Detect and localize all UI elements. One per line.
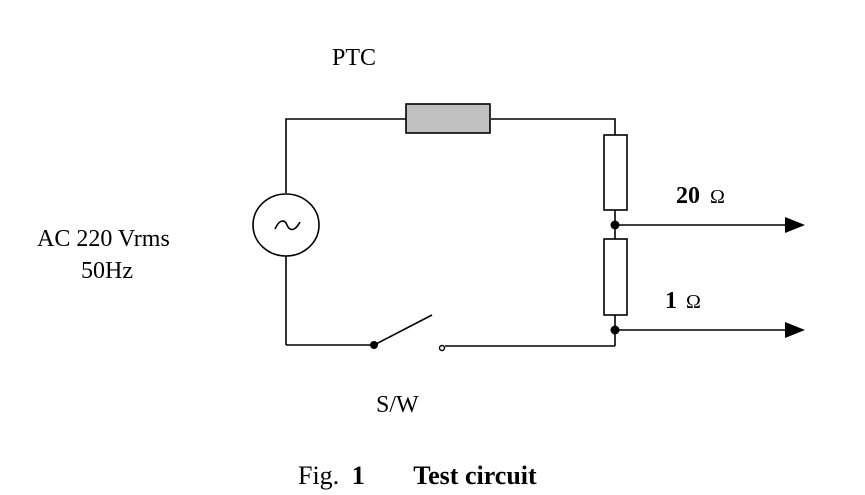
resistor-20-ohm (603, 134, 628, 211)
source-label-frequency: 50Hz (81, 258, 133, 284)
switch (370, 314, 446, 352)
resistor-20-label: 20 Ω (676, 183, 725, 209)
arrow-head-20-ohm (785, 217, 805, 233)
ac-source-circle (252, 193, 320, 257)
switch-blade (373, 314, 433, 346)
ac-source (252, 193, 320, 257)
switch-label: S/W (376, 392, 419, 418)
caption-title: Test circuit (413, 461, 537, 490)
wires (285, 118, 616, 347)
arrow-head-1-ohm (785, 322, 805, 338)
resistor-1-value: 1 (665, 288, 677, 314)
figure-caption: Fig. 1 Test circuit (298, 461, 537, 490)
resistor-20-unit: Ω (710, 186, 725, 208)
caption-number: 1 (352, 461, 365, 490)
resistor-1-label: 1 Ω (665, 288, 701, 314)
caption-prefix: Fig. (298, 461, 339, 490)
wire-top-right (491, 118, 616, 135)
resistor-20-value: 20 (676, 183, 700, 209)
ptc-thermistor (405, 103, 491, 134)
sine-wave-icon (274, 220, 301, 231)
wire-top-left (285, 118, 406, 193)
source-label-voltage: AC 220 Vrms (37, 226, 170, 252)
switch-contact (438, 344, 446, 352)
resistor-1-unit: Ω (686, 291, 701, 313)
ptc-label: PTC (332, 45, 376, 71)
resistor-1-ohm (603, 238, 628, 316)
